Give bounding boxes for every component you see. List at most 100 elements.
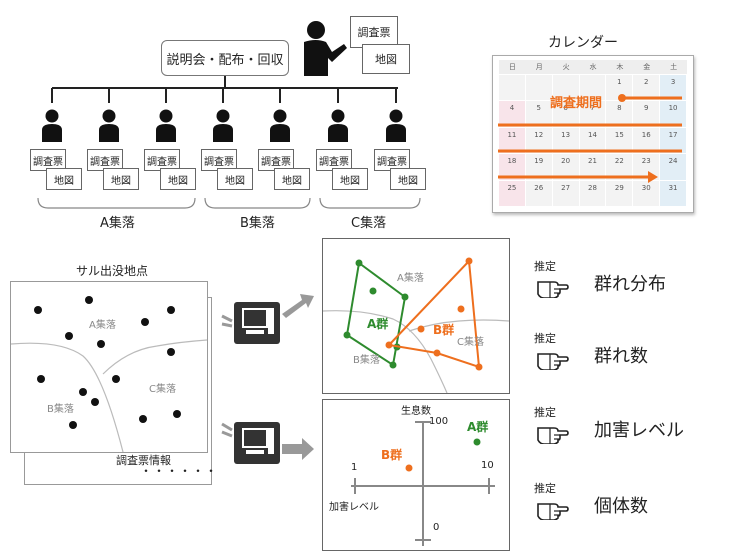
- calendar-day[interactable]: 13: [552, 127, 579, 154]
- resident-icon: [386, 109, 406, 142]
- computer-icon: [221, 294, 314, 344]
- resident-map-card: 地図: [390, 168, 426, 190]
- resident-icon: [213, 109, 233, 142]
- calendar-day[interactable]: 29: [606, 180, 633, 206]
- calendar-day[interactable]: 27: [552, 180, 579, 206]
- sighting-map: A集落 C集落 B集落: [10, 281, 208, 453]
- pointing-hand-icon: [537, 281, 569, 298]
- calendar-day[interactable]: 20: [552, 154, 579, 180]
- questionnaire-dots: ・・・・・・: [140, 464, 219, 478]
- sighting-title: サル出没地点: [76, 264, 149, 278]
- calendar-day[interactable]: 21: [579, 154, 606, 180]
- resident-map-card: 地図: [332, 168, 368, 190]
- calendar-day[interactable]: 28: [579, 180, 606, 206]
- resident-map-card: 地図: [103, 168, 139, 190]
- calendar-day[interactable]: 19: [525, 154, 552, 180]
- estimate-tag: 推定: [534, 332, 556, 345]
- estimate-item: 群れ数: [594, 346, 648, 367]
- sighting-village-b: B集落: [47, 404, 74, 415]
- resident-map-card: 地図: [160, 168, 196, 190]
- calendar-day[interactable]: 18: [499, 154, 525, 180]
- estimate-tag: 推定: [534, 260, 556, 273]
- scatter-group-a-label: A群: [467, 420, 489, 434]
- group-b-label: B群: [433, 323, 455, 337]
- calendar-day[interactable]: 26: [525, 180, 552, 206]
- meeting-box: 説明会・配布・回収: [161, 40, 289, 76]
- estimate-item: 個体数: [594, 496, 648, 517]
- calendar-day[interactable]: 16: [633, 127, 660, 154]
- resident-icon: [328, 109, 348, 142]
- presenter-map-card: 地図: [362, 44, 410, 74]
- resident-icon: [270, 109, 290, 142]
- calendar-day[interactable]: 14: [579, 127, 606, 154]
- calendar-day[interactable]: 9: [633, 101, 660, 127]
- presenter-survey-card: 調査票: [350, 16, 398, 48]
- sighting-village-c: C集落: [149, 384, 176, 395]
- calendar-day[interactable]: 5: [525, 101, 552, 127]
- calendar-day[interactable]: [552, 75, 579, 101]
- estimate-item: 加害レベル: [594, 420, 684, 441]
- y-min-label: 0: [433, 522, 440, 533]
- calendar-title: カレンダー: [548, 35, 618, 51]
- calendar-day[interactable]: [499, 75, 525, 101]
- estimate-tag: 推定: [534, 482, 556, 495]
- point-group-b: [405, 464, 413, 472]
- calendar-day[interactable]: 15: [606, 127, 633, 154]
- calendar-day[interactable]: [525, 75, 552, 101]
- group-label-b: B集落: [240, 216, 275, 231]
- resident-map-card: 地図: [217, 168, 253, 190]
- group-map-village-c: C集落: [457, 337, 484, 348]
- questionnaire-label: 調査票情報: [116, 454, 171, 467]
- calendar-day[interactable]: [579, 75, 606, 101]
- y-max-label: 100: [429, 416, 449, 427]
- calendar-day[interactable]: 3: [660, 75, 686, 101]
- brace-c: [319, 197, 421, 209]
- calendar-day[interactable]: 22: [606, 154, 633, 180]
- org-lines: [37, 76, 421, 209]
- calendar-day[interactable]: 7: [579, 101, 606, 127]
- processing-arrows: [221, 294, 314, 464]
- calendar-day[interactable]: 17: [660, 127, 686, 154]
- group-distribution-map: A集落 C集落 B集落 A群 B群: [322, 238, 510, 394]
- pointing-hand-icon: [537, 427, 569, 444]
- survey-period-lines: [498, 94, 682, 183]
- pointing-hand-icon: [537, 503, 569, 520]
- group-a-label: A群: [367, 317, 389, 331]
- calendar-day[interactable]: 4: [499, 101, 525, 127]
- damage-population-chart: 生息数 100 0 1 10 加害レベル A群 B群: [322, 399, 510, 551]
- calendar-day[interactable]: 6: [552, 101, 579, 127]
- estimate-tag: 推定: [534, 406, 556, 419]
- calendar-day[interactable]: 31: [660, 180, 686, 206]
- resident-icon: [156, 109, 176, 142]
- y-axis-label: 生息数: [401, 406, 431, 417]
- point-group-a: [473, 438, 481, 446]
- weekday-header: 土: [660, 60, 688, 74]
- calendar-day[interactable]: 30: [633, 180, 660, 206]
- calendar-day[interactable]: 11: [499, 127, 525, 154]
- x-max-label: 10: [481, 460, 494, 471]
- presenter-icon: [304, 21, 347, 76]
- x-axis-label: 加害レベル: [329, 502, 379, 513]
- calendar-day[interactable]: 25: [499, 180, 525, 206]
- group-label-c: C集落: [351, 216, 387, 231]
- calendar-day[interactable]: 10: [660, 101, 686, 127]
- x-min-label: 1: [351, 462, 358, 473]
- resident-map-card: 地図: [46, 168, 82, 190]
- resident-icon: [42, 109, 62, 142]
- calendar-day[interactable]: 12: [525, 127, 552, 154]
- resident-survey-card: 調査票: [374, 149, 410, 171]
- pointing-hand-icon: [537, 353, 569, 370]
- resident-icon: [99, 109, 119, 142]
- calendar-day[interactable]: 2: [633, 75, 660, 101]
- survey-period-label: 調査期間: [550, 96, 603, 111]
- scatter-group-b-label: B群: [381, 448, 403, 462]
- calendar-day[interactable]: 24: [660, 154, 686, 180]
- group-map-village-a: A集落: [397, 273, 424, 284]
- brace-a: [37, 197, 196, 209]
- group-label-a: A集落: [100, 216, 135, 231]
- brace-b: [204, 197, 311, 209]
- calendar-day[interactable]: 1: [606, 75, 633, 101]
- computer-icon: [221, 422, 314, 464]
- calendar-day[interactable]: 8: [606, 101, 633, 127]
